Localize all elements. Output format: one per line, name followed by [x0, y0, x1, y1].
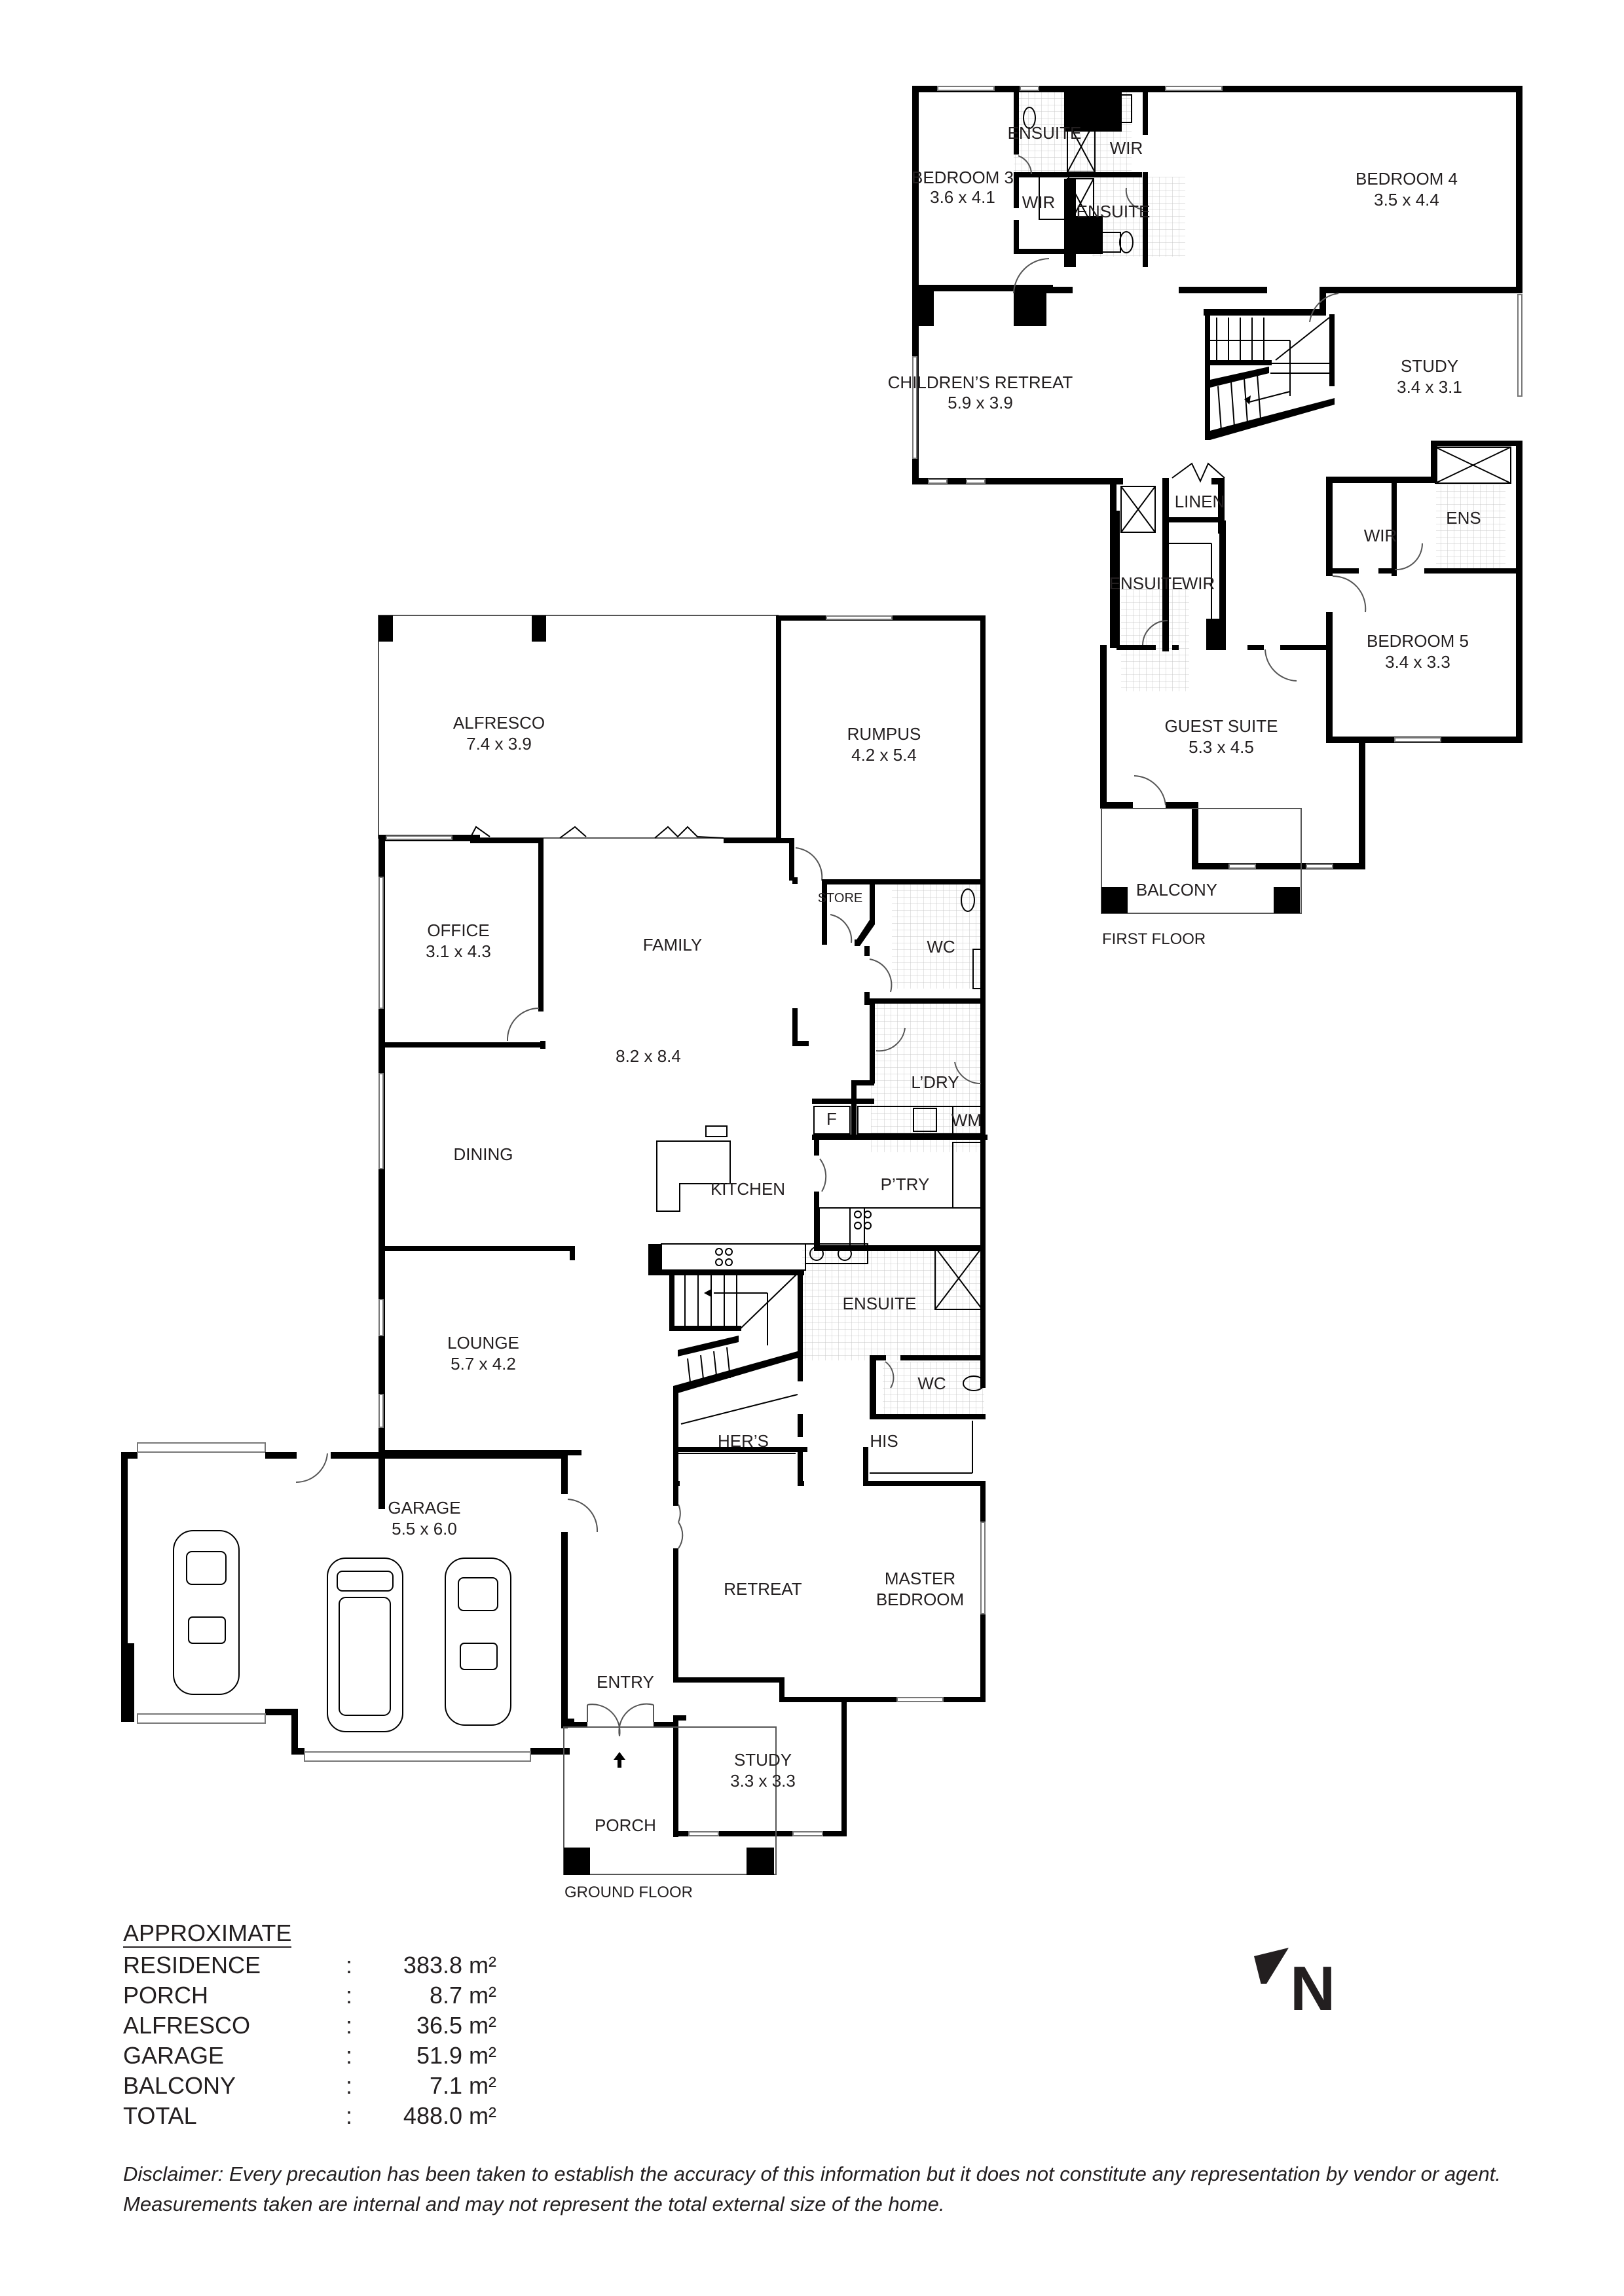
area-row: RESIDENCE:383.8 m² — [123, 1952, 496, 1978]
svg-text:BEDROOM 4: BEDROOM 4 — [1356, 169, 1458, 189]
ground-floor-plan: ALFRESCO 7.4 x 3.9 RUMPUS 4.2 x 5.4 OFFI… — [121, 615, 987, 1901]
area-summary-table: APPROXIMATE RESIDENCE:383.8 m² PORCH:8.7… — [123, 1918, 529, 2131]
svg-text:5.3 x 4.5: 5.3 x 4.5 — [1189, 737, 1254, 757]
svg-text:MASTER: MASTER — [885, 1569, 955, 1588]
svg-text:WIR: WIR — [1022, 192, 1056, 212]
svg-text:3.6 x 4.1: 3.6 x 4.1 — [930, 187, 995, 207]
svg-text:F: F — [826, 1109, 837, 1129]
svg-text:STUDY: STUDY — [1401, 356, 1458, 376]
svg-text:BEDROOM: BEDROOM — [876, 1590, 964, 1609]
svg-text:7.4 x 3.9: 7.4 x 3.9 — [466, 734, 532, 754]
svg-text:ALFRESCO: ALFRESCO — [453, 713, 545, 733]
svg-text:DINING: DINING — [454, 1144, 513, 1164]
first-floor-plan: BEDROOM 3 3.6 x 4.1 ENSUITE WIR WIR ENSU… — [888, 86, 1522, 948]
north-arrow-icon — [1254, 1948, 1289, 1984]
svg-text:FAMILY: FAMILY — [643, 935, 703, 955]
svg-text:WC: WC — [917, 1374, 946, 1393]
svg-text:HIS: HIS — [870, 1431, 898, 1451]
car-icon — [327, 1558, 403, 1732]
svg-text:4.2 x 5.4: 4.2 x 5.4 — [851, 745, 917, 765]
svg-text:LINEN: LINEN — [1175, 492, 1225, 511]
area-row-total: TOTAL:488.0 m² — [123, 2102, 496, 2129]
car-icon — [445, 1558, 511, 1726]
svg-text:CHILDREN’S RETREAT: CHILDREN’S RETREAT — [888, 373, 1073, 392]
north-letter: N — [1290, 1954, 1336, 2024]
area-row: GARAGE:51.9 m² — [123, 2042, 496, 2069]
svg-text:5.5 x 6.0: 5.5 x 6.0 — [392, 1519, 457, 1539]
svg-text:ENSUITE: ENSUITE — [843, 1294, 917, 1313]
svg-text:WIR: WIR — [1110, 138, 1143, 158]
svg-text:STUDY: STUDY — [734, 1750, 792, 1770]
svg-text:GUEST SUITE: GUEST SUITE — [1165, 716, 1278, 736]
svg-text:ENS: ENS — [1446, 508, 1481, 528]
svg-text:RUMPUS: RUMPUS — [847, 724, 921, 744]
svg-text:STORE: STORE — [818, 891, 863, 905]
svg-text:KITCHEN: KITCHEN — [710, 1179, 785, 1199]
svg-text:L’DRY: L’DRY — [911, 1072, 959, 1092]
svg-text:3.4 x 3.1: 3.4 x 3.1 — [1397, 377, 1462, 397]
svg-text:3.3 x 3.3: 3.3 x 3.3 — [730, 1771, 796, 1791]
disclaimer-text: Disclaimer: Every precaution has been ta… — [123, 2162, 1502, 2215]
room-label-bedroom3: BEDROOM 3 — [912, 168, 1014, 187]
svg-text:ENTRY: ENTRY — [597, 1672, 654, 1692]
svg-text:5.7 x 4.2: 5.7 x 4.2 — [451, 1354, 516, 1374]
svg-text:WC: WC — [927, 937, 955, 957]
svg-text:OFFICE: OFFICE — [427, 920, 489, 940]
svg-text:LOUNGE: LOUNGE — [447, 1333, 519, 1353]
area-summary-heading: APPROXIMATE — [123, 1920, 292, 1948]
svg-text:5.9 x 3.9: 5.9 x 3.9 — [948, 393, 1013, 412]
svg-text:ENSUITE: ENSUITE — [1008, 123, 1082, 143]
area-row: BALCONY:7.1 m² — [123, 2072, 496, 2099]
svg-text:ENSUITE: ENSUITE — [1109, 574, 1183, 593]
north-arrow: N — [1251, 1944, 1342, 2030]
car-icon — [173, 1530, 240, 1695]
svg-text:GARAGE: GARAGE — [388, 1498, 460, 1518]
svg-text:WIR: WIR — [1182, 574, 1215, 593]
svg-text:HER’S: HER’S — [718, 1431, 769, 1451]
svg-text:3.5 x 4.4: 3.5 x 4.4 — [1374, 190, 1439, 210]
svg-text:ENSUITE: ENSUITE — [1077, 202, 1151, 221]
svg-text:3.4 x 3.3: 3.4 x 3.3 — [1385, 652, 1450, 672]
ground-floor-label: GROUND FLOOR — [564, 1884, 693, 1901]
svg-text:3.1 x 4.3: 3.1 x 4.3 — [426, 941, 491, 961]
svg-text:BEDROOM 5: BEDROOM 5 — [1367, 631, 1469, 651]
svg-text:8.2 x 8.4: 8.2 x 8.4 — [616, 1046, 681, 1066]
svg-text:PORCH: PORCH — [595, 1815, 656, 1835]
first-floor-label: FIRST FLOOR — [1102, 930, 1206, 948]
area-row: ALFRESCO:36.5 m² — [123, 2012, 496, 2039]
svg-text:WIR: WIR — [1364, 526, 1397, 545]
svg-text:WM: WM — [951, 1110, 982, 1130]
svg-text:RETREAT: RETREAT — [724, 1579, 802, 1599]
svg-text:BALCONY: BALCONY — [1136, 880, 1217, 900]
area-row: PORCH:8.7 m² — [123, 1982, 496, 2009]
svg-text:P’TRY: P’TRY — [881, 1175, 930, 1194]
